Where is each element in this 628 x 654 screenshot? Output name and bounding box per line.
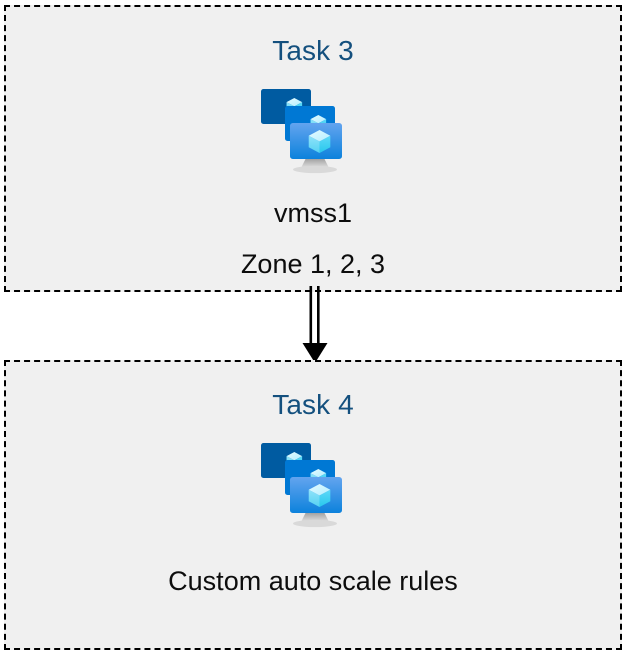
task-box-task-3[interactable]: Task 3 — [4, 5, 622, 292]
arrow-head — [302, 343, 328, 363]
vmss-stand — [293, 158, 337, 174]
task-4-title: Task 4 — [272, 389, 354, 420]
connector-arrow-task3-to-task4 — [302, 286, 328, 363]
task-box-task-4[interactable]: Task 4 — [4, 360, 622, 650]
vmss-icon — [261, 443, 342, 528]
arrow-shaft-left — [309, 286, 313, 344]
task-3-title: Task 3 — [272, 35, 354, 66]
task-3-caption-line-2: Zone 1, 2, 3 — [240, 248, 386, 279]
vmss-front-screen — [290, 477, 342, 513]
arrow-shaft-right — [317, 286, 320, 344]
vmss-front-screen — [290, 123, 342, 159]
task-4-caption-line-1: Custom auto scale rules — [168, 566, 458, 596]
vmss-stand — [293, 512, 337, 528]
task-3-caption-line-1: vmss1 — [273, 198, 352, 228]
vmss-icon — [261, 89, 342, 174]
